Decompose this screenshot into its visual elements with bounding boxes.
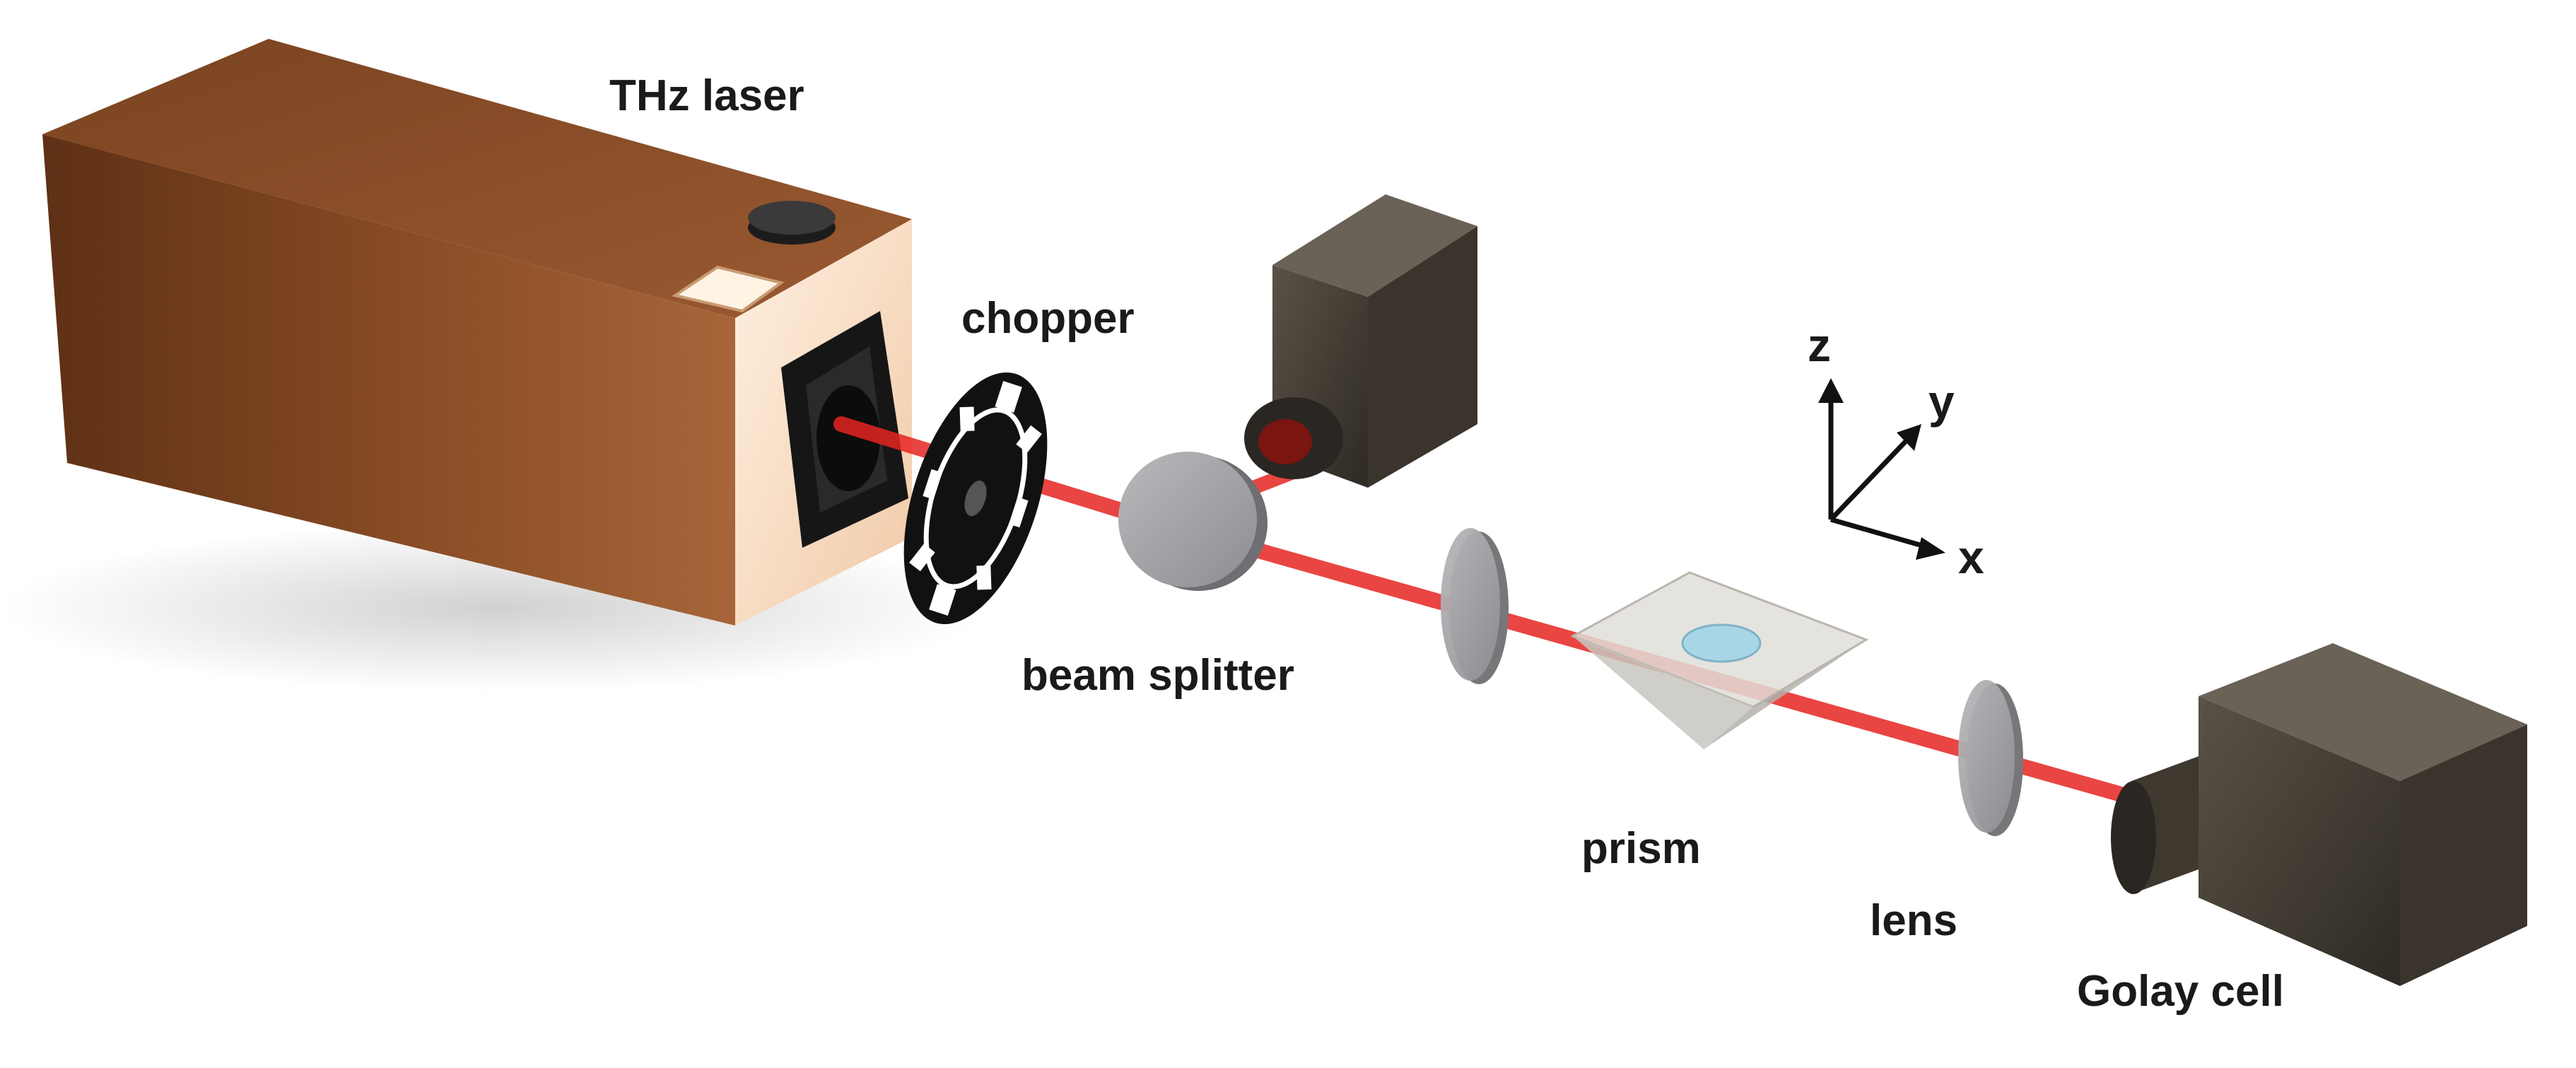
golay-top: [2199, 643, 2527, 781]
axis-y-line: [1829, 436, 1911, 522]
ref-detector-top: [1272, 194, 1477, 297]
thz-laser: [42, 39, 912, 626]
axis-x-line: [1830, 517, 1931, 551]
lens-1-disc: [1441, 528, 1500, 681]
lens-1: [1441, 528, 1509, 684]
label-axis-y: y: [1928, 375, 1955, 428]
sample-droplet: [1681, 623, 1762, 663]
golay-side: [2400, 724, 2527, 986]
laser-front-face: [42, 134, 735, 626]
label-beam-splitter: beam splitter: [1021, 651, 1294, 700]
label-axis-z: z: [1808, 319, 1831, 371]
chopper-slot-7: [1016, 425, 1042, 453]
golay-cell: [2111, 643, 2527, 986]
prism-right-face: [1704, 640, 1866, 749]
prism: [1570, 571, 1869, 749]
chopper: [903, 372, 1048, 625]
chopper-slot-3: [923, 469, 942, 500]
golay-port-face: [2111, 781, 2156, 894]
laser-lens-hole: [816, 385, 880, 491]
lens-2: [1958, 680, 2023, 836]
axis-z-arrow: [1818, 378, 1844, 403]
label-golay-cell: Golay cell: [2077, 967, 2284, 1016]
golay-front: [2199, 696, 2400, 986]
laser-top-window: [672, 265, 785, 313]
chopper-hub: [964, 480, 987, 517]
laser-top-face: [42, 39, 912, 318]
lens-2-disc: [1958, 680, 2015, 833]
label-prism: prism: [1581, 824, 1701, 873]
splitter-disc: [1118, 452, 1257, 587]
chopper-slot-6: [976, 565, 992, 590]
label-lens: lens: [1870, 896, 1958, 945]
beam-splitter: [1118, 452, 1267, 591]
label-thz-laser: THz laser: [609, 71, 804, 120]
prism-left-face: [1573, 636, 1753, 749]
label-chopper: chopper: [961, 294, 1135, 343]
reference-detector: [1244, 194, 1477, 488]
axis-x-arrow: [1916, 537, 1945, 560]
laser-knob: [748, 201, 836, 235]
chopper-slot-8: [909, 544, 935, 572]
chopper-slot-1: [995, 380, 1022, 413]
chopper-slot-4: [1009, 497, 1029, 528]
ref-detector-port-hole: [1258, 419, 1312, 464]
coordinate-axes: [1818, 378, 1945, 560]
label-axis-x: x: [1958, 531, 1984, 583]
ref-detector-side: [1368, 226, 1477, 488]
chopper-slot-2: [929, 584, 956, 616]
chopper-slot-5: [959, 406, 975, 432]
axis-y-arrow: [1897, 424, 1921, 451]
